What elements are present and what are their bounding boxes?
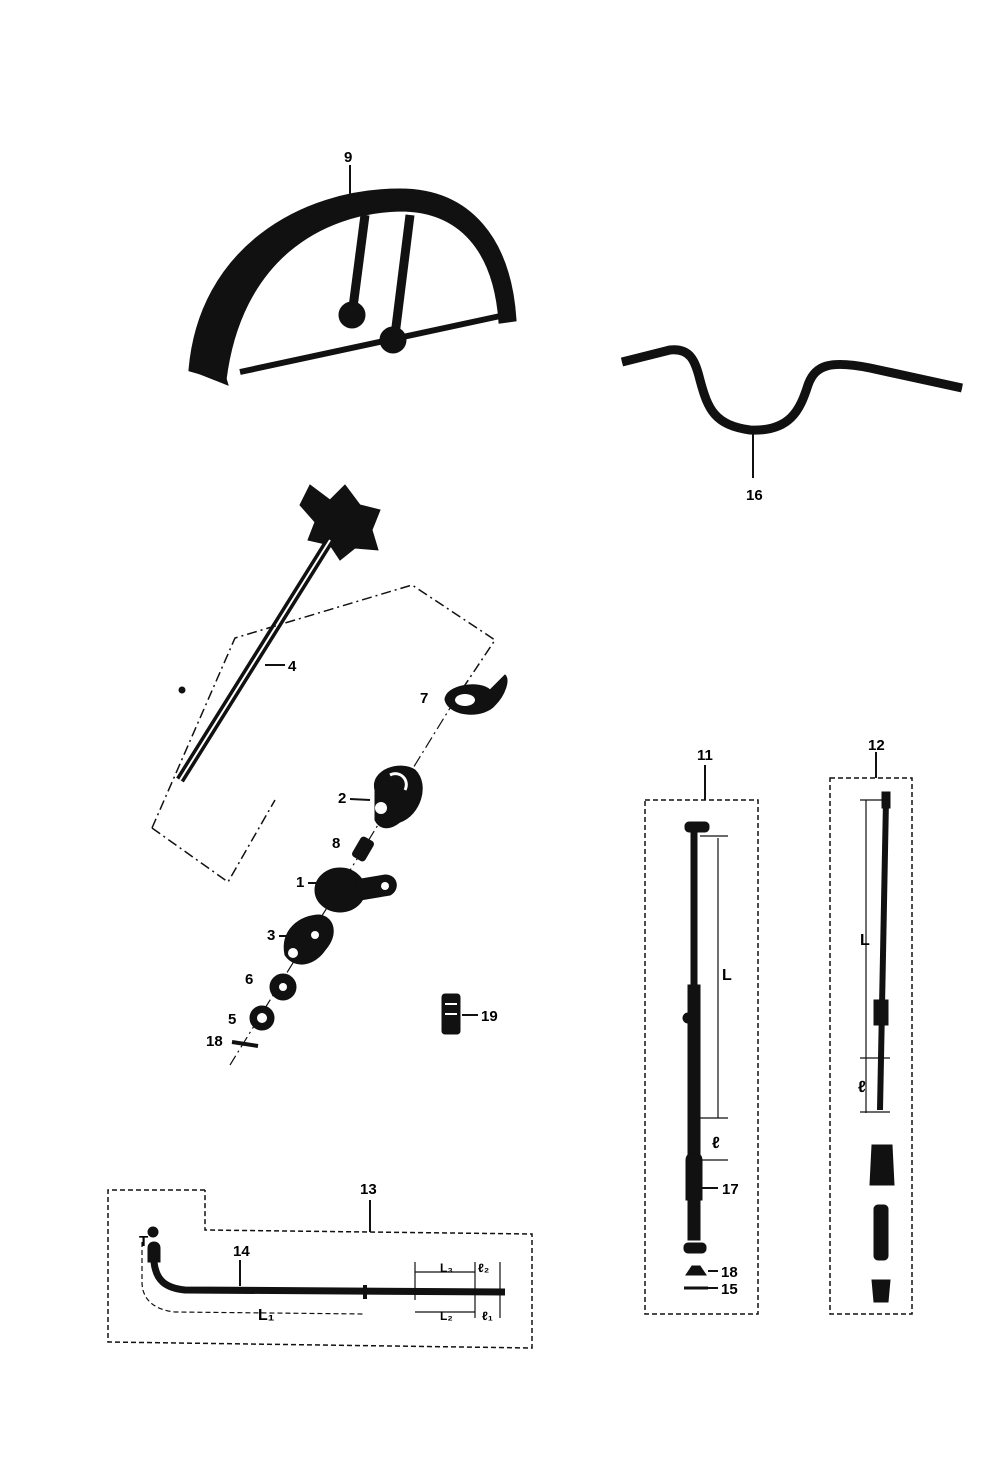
callout-1: 1 (296, 874, 304, 891)
callout-6: 6 (245, 971, 253, 988)
callout-8: 8 (332, 835, 340, 852)
callout-18-small: 18 (206, 1033, 223, 1050)
cable-assembly-11: 11 L ℓ 17 18 15 (644, 747, 759, 1315)
dim-l-11: ℓ (712, 1135, 720, 1152)
callout-17: 17 (722, 1181, 739, 1198)
callout-t: T (139, 1233, 148, 1250)
handlebar: 16 (620, 345, 963, 504)
callout-15: 15 (721, 1281, 738, 1298)
dim-L3: L₃ (440, 1261, 453, 1275)
callout-9: 9 (344, 149, 352, 166)
cable-assembly-12: 12 L ℓ (829, 737, 913, 1315)
callout-3: 3 (267, 927, 275, 944)
callout-13: 13 (360, 1181, 377, 1198)
cable-assembly-13: 13 T 14 L₁ L₃ ℓ₂ L₂ ℓ₁ (107, 1181, 533, 1349)
dim-L-12: L (860, 932, 870, 949)
dim-l1: ℓ₁ (482, 1309, 493, 1323)
callout-19: 19 (481, 1008, 498, 1025)
callout-16: 16 (746, 487, 763, 504)
callout-18: 18 (721, 1264, 738, 1281)
grommet: 19 (441, 993, 498, 1035)
dim-L1: L₁ (258, 1307, 275, 1324)
dim-L2: L₂ (440, 1309, 453, 1323)
callout-12: 12 (868, 737, 885, 754)
switch-assembly: 7 2 8 1 3 6 5 18 (206, 674, 508, 1066)
callout-11: 11 (697, 747, 713, 764)
callout-2: 2 (338, 790, 346, 807)
dim-l-12: ℓ (858, 1079, 866, 1096)
front-fender: 9 (188, 149, 517, 386)
dim-l2: ℓ₂ (478, 1261, 489, 1275)
knob-shaft: 4 (176, 484, 381, 783)
callout-5: 5 (228, 1011, 236, 1028)
phantom-outline (151, 799, 276, 884)
callout-14: 14 (233, 1243, 250, 1260)
callout-4: 4 (288, 658, 297, 675)
callout-7: 7 (420, 690, 428, 707)
dim-L-11: L (722, 967, 732, 984)
